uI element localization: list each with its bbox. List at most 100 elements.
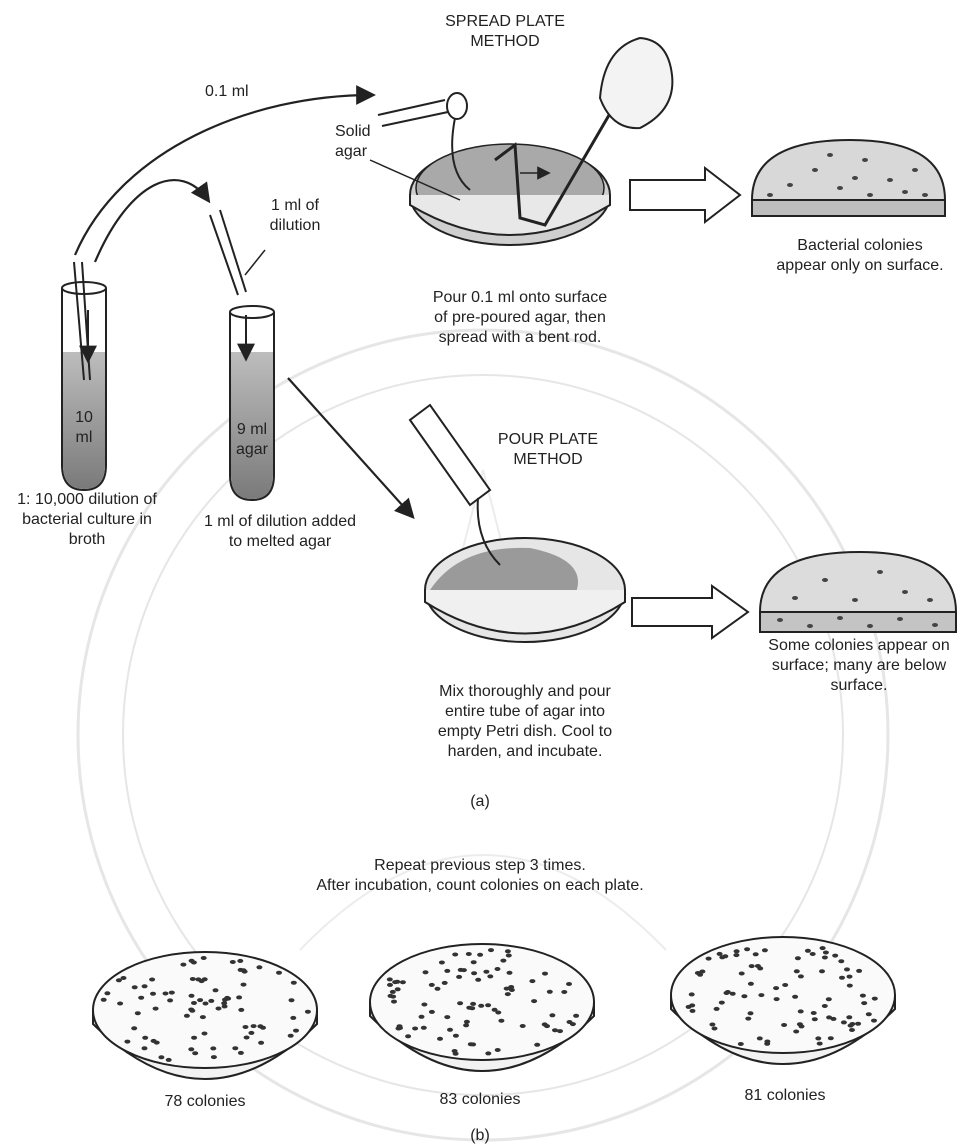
- colony-dot: [391, 1000, 397, 1004]
- colony-dot: [188, 1008, 194, 1012]
- colony-dot: [817, 1042, 823, 1046]
- spread-result-dish: [752, 140, 945, 216]
- colony-dot: [236, 995, 242, 999]
- colony-dot: [392, 980, 398, 984]
- colony-dot: [819, 969, 825, 973]
- colony-dot: [216, 1007, 222, 1011]
- colony-dot: [243, 1025, 249, 1029]
- colony-dot: [290, 1016, 296, 1020]
- colony-dot: [573, 1014, 579, 1018]
- colony-dot: [823, 951, 829, 955]
- spread-plate-dish: [378, 38, 672, 245]
- colony-dot: [733, 953, 739, 957]
- spread-result-arrow: [630, 168, 740, 222]
- colony-dot: [831, 1017, 837, 1021]
- colony-dot: [812, 1017, 818, 1021]
- colony-dot: [132, 985, 138, 989]
- colony-dot: [466, 1006, 472, 1010]
- colony-dot: [200, 1015, 206, 1019]
- colony-dot: [797, 1022, 803, 1026]
- colony-dot: [744, 947, 750, 951]
- colony-dot: [866, 1012, 872, 1016]
- colony-dot: [712, 1027, 718, 1031]
- colony-dot: [276, 971, 282, 975]
- colony-dot: [739, 972, 745, 976]
- colony-dot: [872, 997, 878, 1001]
- colony-dot: [197, 998, 203, 1002]
- colony-dot: [724, 991, 730, 995]
- colony-dot: [686, 1005, 692, 1009]
- colony-dot: [149, 978, 155, 982]
- colony-dot: [238, 1051, 244, 1055]
- colony-dot: [471, 971, 477, 975]
- colony-dot: [757, 1036, 763, 1040]
- colony-dot: [412, 1027, 418, 1031]
- spread-volume-label: 0.1 ml: [205, 82, 249, 102]
- colony-dot: [189, 994, 195, 998]
- colony-dot: [150, 992, 156, 996]
- colony-dot: [738, 1042, 744, 1046]
- colony-dot: [390, 990, 396, 994]
- colony-dot: [847, 984, 853, 988]
- colony-dot: [142, 1046, 148, 1050]
- colony-dot: [131, 1026, 137, 1030]
- colony-dot: [444, 1015, 450, 1019]
- colony-dot: [500, 959, 506, 963]
- colony-dot: [547, 990, 553, 994]
- colony-dot: [429, 1010, 435, 1014]
- colony-dot: [289, 998, 295, 1002]
- colony-dot: [142, 1036, 148, 1040]
- colony-dot: [717, 952, 723, 956]
- colony-dot: [483, 970, 489, 974]
- colony-dot: [495, 1048, 501, 1052]
- colony-dot: [452, 953, 458, 957]
- colony-dot: [758, 993, 764, 997]
- colony-dot: [542, 972, 548, 976]
- colony-dot: [184, 1014, 190, 1018]
- colony-dot: [305, 1010, 311, 1014]
- colony-dot: [549, 1013, 555, 1017]
- colony-dot: [531, 999, 537, 1003]
- panel-a-label: (a): [460, 792, 500, 812]
- plate-label-81: 81 colonies: [710, 1086, 860, 1106]
- broth-tube: [62, 262, 106, 490]
- colony-dot: [745, 1017, 751, 1021]
- colony-dot: [201, 956, 207, 960]
- colony-dot: [151, 1039, 157, 1043]
- colony-dot: [505, 949, 511, 953]
- colony-dot: [203, 1002, 209, 1006]
- colony-dot: [820, 946, 826, 950]
- colony-dot: [232, 1046, 238, 1050]
- colony-dot: [421, 1026, 427, 1030]
- colony-dot: [487, 974, 493, 978]
- colony-dot: [748, 982, 754, 986]
- colony-dot: [860, 994, 866, 998]
- colony-dot: [844, 967, 850, 971]
- colony-dot: [435, 987, 441, 991]
- colony-dot: [163, 992, 169, 996]
- colony-dot: [423, 970, 429, 974]
- colony-dot: [208, 999, 214, 1003]
- colony-dot: [832, 954, 838, 958]
- colony-dot: [798, 974, 804, 978]
- arrow-to-pour-plate: [288, 378, 412, 516]
- colony-dot: [495, 967, 501, 971]
- colony-dot: [142, 984, 148, 988]
- colony-dot: [498, 1019, 504, 1023]
- colony-dot: [570, 1022, 576, 1026]
- colony-dot: [388, 994, 394, 998]
- plate-top: [370, 944, 594, 1060]
- colony-dot: [690, 1009, 696, 1013]
- colony-dot: [749, 964, 755, 968]
- agar-tube-caption: 1 ml of dilution addedto melted agar: [190, 512, 370, 552]
- colony-dot: [781, 1023, 787, 1027]
- colony-dot: [856, 969, 862, 973]
- broth-volume-label: 10ml: [64, 408, 104, 448]
- arrow-to-agar-tube: [95, 180, 208, 262]
- colony-dot: [719, 1001, 725, 1005]
- colony-dot: [447, 1028, 453, 1032]
